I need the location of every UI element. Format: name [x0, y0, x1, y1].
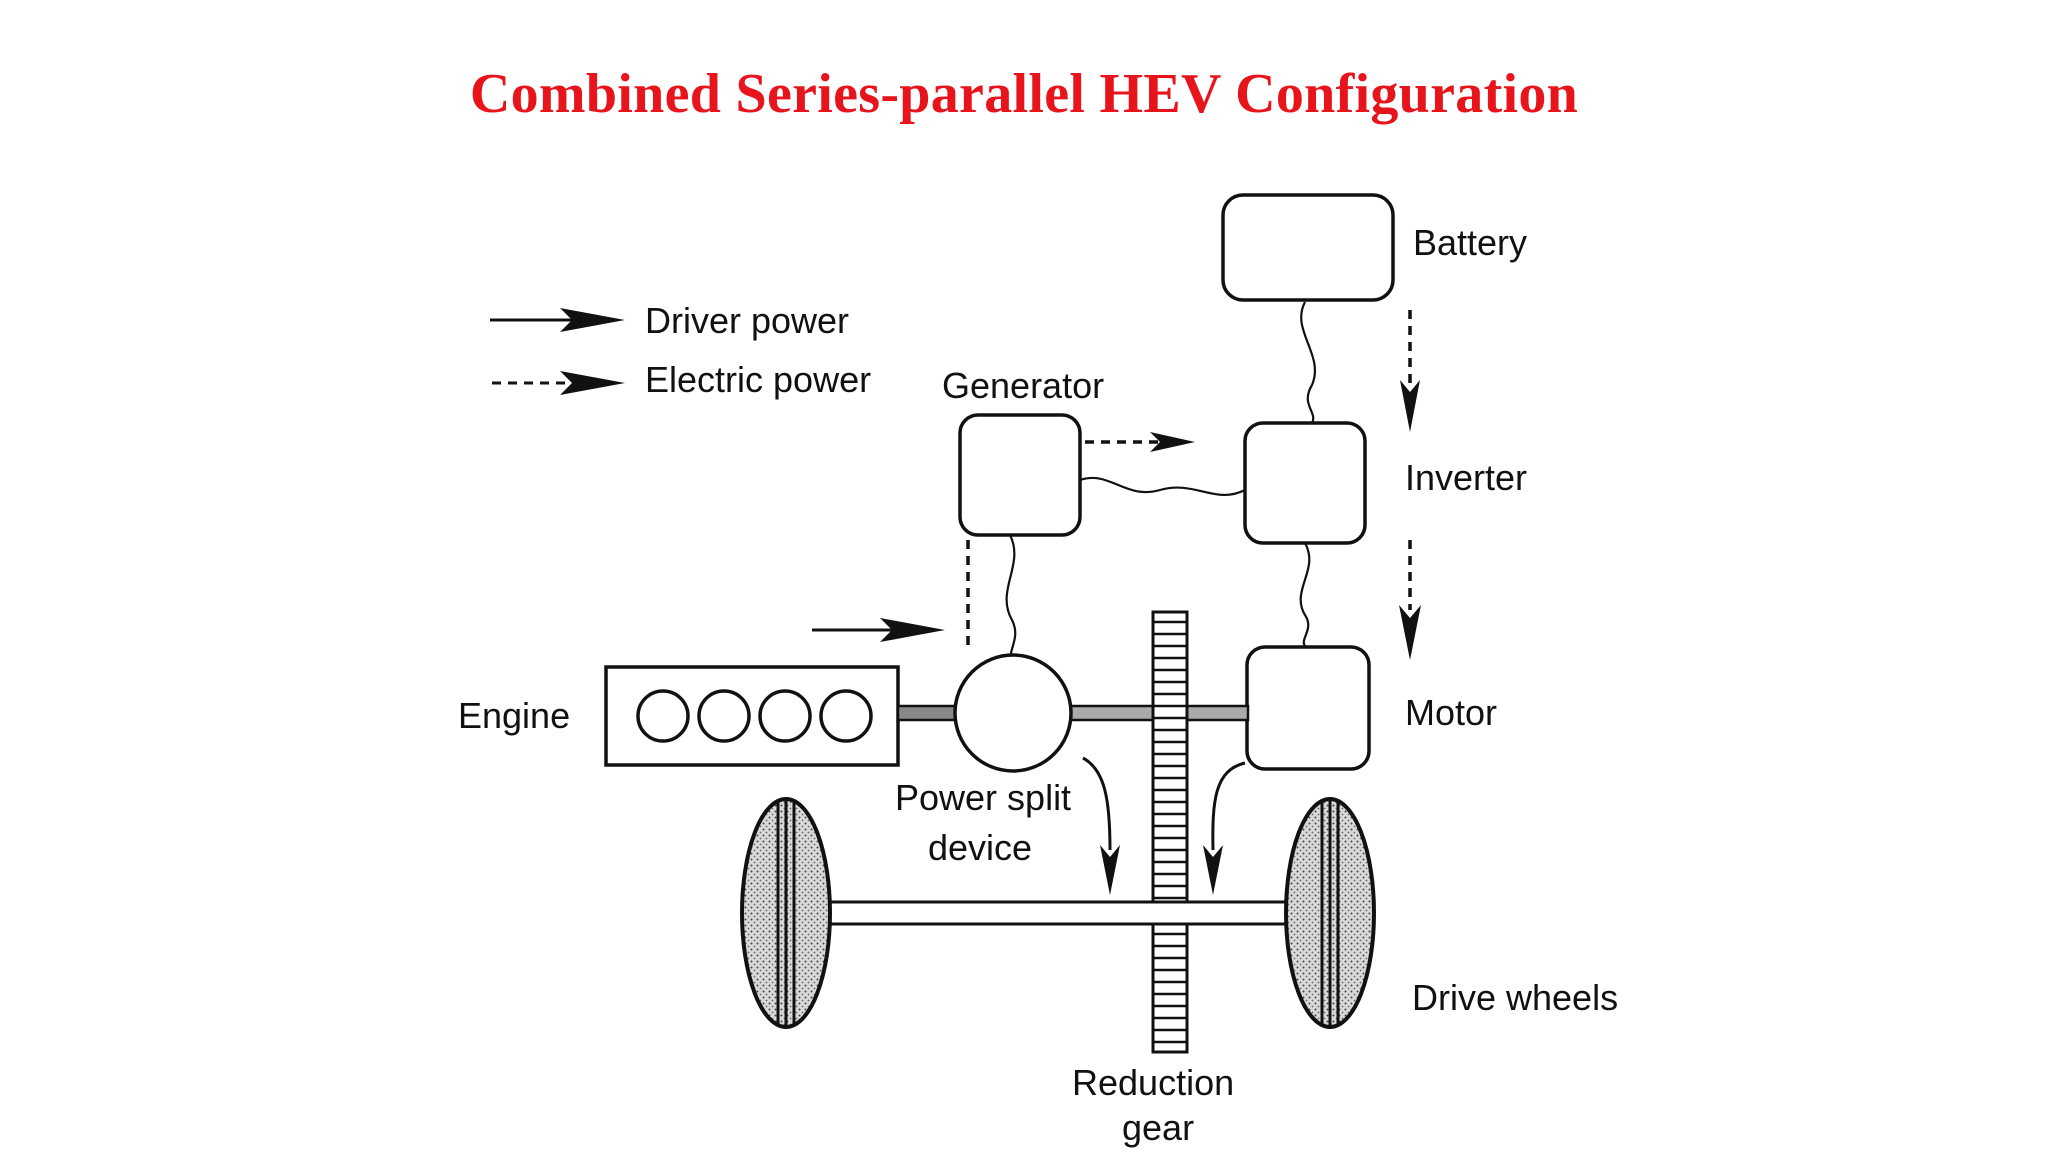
reduction-gear-label-1: Reduction	[1072, 1062, 1234, 1103]
generator-label: Generator	[942, 365, 1104, 406]
power-split-label-1: Power split	[895, 777, 1071, 818]
inverter-label: Inverter	[1405, 457, 1527, 498]
right-drive-wheel	[1284, 797, 1376, 1029]
motor-label: Motor	[1405, 692, 1497, 733]
cylinder-icon	[758, 689, 812, 743]
inverter-motor-wire	[1299, 542, 1311, 648]
power-split-device	[953, 653, 1073, 773]
page-title: Combined Series-parallel HEV Configurati…	[469, 63, 1579, 125]
cylinder-icon	[697, 689, 751, 743]
legend-electric-power: Electric power	[645, 359, 871, 400]
generator-inverter-wire	[1079, 476, 1246, 496]
driver-power-arrow-icon	[490, 308, 625, 332]
legend: Driver power Electric power	[490, 300, 871, 400]
battery-to-inverter-arrow-icon	[1400, 310, 1420, 432]
battery-inverter-wire	[1300, 301, 1317, 424]
engine-driver-power-arrow-icon	[812, 618, 945, 642]
generator-to-inverter-arrow-icon	[1085, 432, 1195, 452]
generator-psd-wire	[1005, 534, 1017, 663]
psd-to-axle-arrow-icon	[1082, 756, 1120, 895]
inverter-box	[1243, 421, 1367, 545]
reduction-gear	[1151, 610, 1189, 1054]
cylinder-icon	[819, 689, 873, 743]
reduction-gear-label-2: gear	[1122, 1107, 1194, 1148]
left-drive-wheel	[740, 797, 832, 1029]
engine-shaft	[896, 704, 960, 722]
motor-box	[1245, 645, 1371, 771]
inverter-to-motor-arrow-icon	[1399, 540, 1421, 660]
electric-power-arrow-icon	[492, 371, 625, 395]
cylinder-icon	[636, 689, 690, 743]
engine-label: Engine	[458, 695, 570, 736]
legend-driver-power: Driver power	[645, 300, 849, 341]
power-split-label-2: device	[928, 827, 1032, 868]
drive-wheels-label: Drive wheels	[1412, 977, 1618, 1018]
battery-box	[1221, 193, 1395, 302]
battery-label: Battery	[1413, 222, 1527, 263]
generator-box	[958, 413, 1082, 537]
drive-axle	[824, 900, 1298, 926]
motor-to-axle-arrow-icon	[1203, 761, 1246, 895]
